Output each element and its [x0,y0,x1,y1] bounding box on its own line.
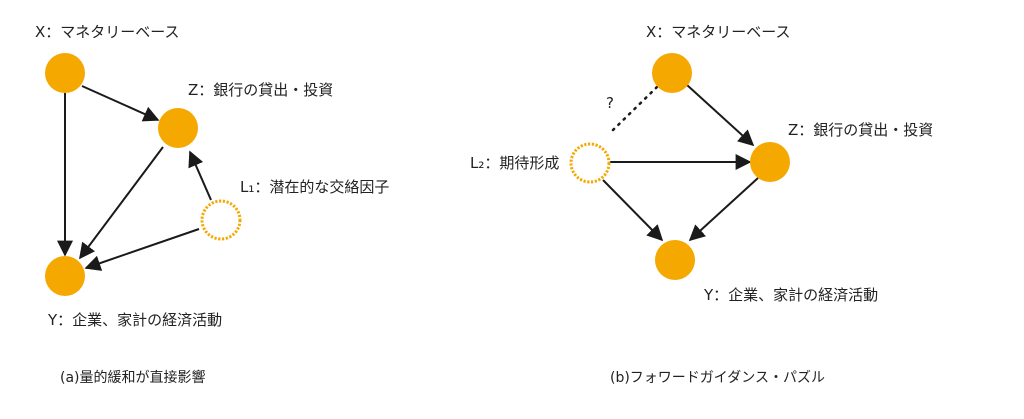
caption-b: (b)フォワードガイダンス・パズル [610,370,825,386]
label-a-z: Z：銀行の貸出・投資 [188,81,333,99]
edge-b-x-z [686,84,755,147]
edge-a-l1-z [188,150,212,201]
node-a-x [45,53,85,93]
node-b-l2 [569,142,611,184]
node-a-l1 [200,199,242,241]
edge-b-l2-y [602,179,664,242]
node-b-z [750,142,790,182]
edge-b-l2-x-dotted [611,85,659,132]
label-a-y: Y：企業、家計の経済活動 [47,311,222,329]
edge-a-l1-y [84,228,200,271]
edge-b-z-y [688,177,759,242]
label-a-l1: L₁：潜在的な交絡因子 [240,178,389,196]
label-b-y: Y：企業、家計の経済活動 [703,286,878,304]
node-a-y [45,256,85,296]
node-a-z [158,108,198,148]
label-b-l2: L₂：期待形成 [470,154,559,172]
label-b-x: X：マネタリーベース [646,23,791,41]
panel-a: X：マネタリーベース Z：銀行の貸出・投資 L₁：潜在的な交絡因子 Y：企業、家… [35,23,389,386]
question-mark: ? [606,94,614,112]
label-b-z: Z：銀行の貸出・投資 [788,121,933,139]
edge-a-x-z [81,85,160,122]
label-a-x: X：マネタリーベース [35,23,180,41]
panel-b: X：マネタリーベース Z：銀行の貸出・投資 L₂：期待形成 Y：企業、家計の経済… [470,23,933,386]
caption-a: (a)量的緩和が直接影響 [60,369,206,386]
edge-a-z-y [79,146,164,260]
node-b-x [652,53,692,93]
node-b-y [655,240,695,280]
